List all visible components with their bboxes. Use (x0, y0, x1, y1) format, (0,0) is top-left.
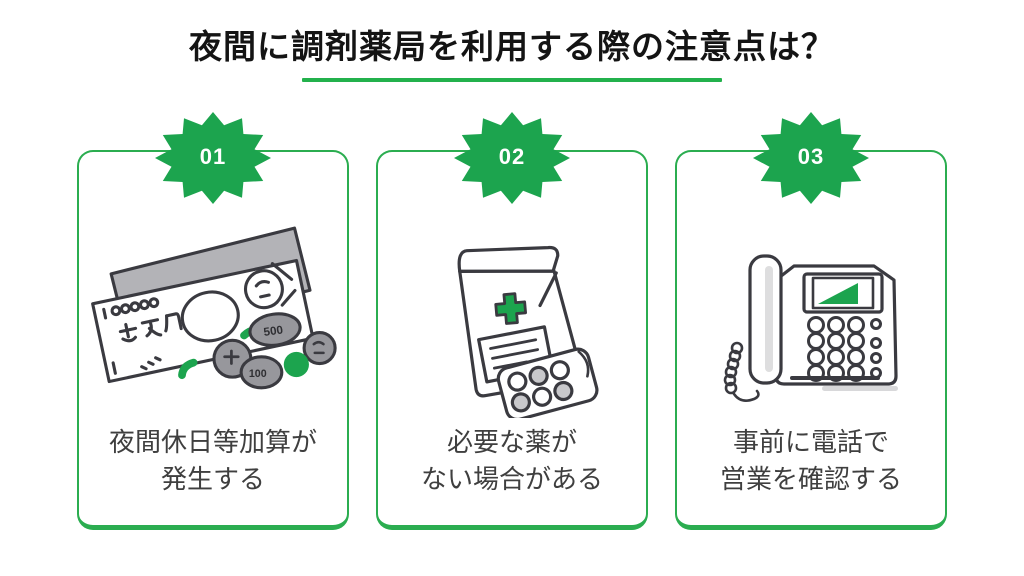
badge-01: 01 (153, 110, 273, 206)
caption-line1: 必要な薬が (446, 426, 577, 457)
cards-row: 01 (0, 111, 1024, 530)
badge-number: 02 (498, 143, 526, 169)
money-banknotes-coins-icon: 500 100 (91, 226, 337, 390)
caption-line2: 営業を確認する (719, 463, 902, 494)
header: 夜間に調剤薬局を利用する際の注意点は？ (0, 0, 1024, 82)
card-caption: 事前に電話で 営業を確認する (720, 424, 902, 498)
starburst-icon (753, 111, 869, 204)
title-underline (302, 77, 722, 82)
card-02-medicine-stock: 02 (376, 111, 648, 530)
phone-illustration (704, 214, 918, 422)
badge-02: 02 (452, 110, 572, 206)
medicine-illustration (417, 214, 607, 422)
card-caption: 夜間休日等加算が 発生する (109, 424, 317, 498)
svg-text:100: 100 (249, 368, 267, 380)
badge-number: 03 (797, 143, 825, 169)
caption-line2: ない場合がある (420, 463, 603, 494)
caption-line1: 夜間休日等加算が (108, 426, 317, 457)
caption-line2: 発生する (160, 463, 265, 494)
page-title: 夜間に調剤薬局を利用する際の注意点は？ (189, 28, 835, 65)
medicine-bag-pills-icon (457, 245, 599, 418)
starburst-icon (454, 111, 570, 204)
badge-number: 01 (199, 143, 227, 169)
card-01-night-surcharge: 01 (77, 111, 349, 530)
money-illustration: 500 100 (87, 214, 339, 422)
badge-03: 03 (751, 110, 871, 206)
starburst-icon (155, 111, 271, 204)
svg-text:500: 500 (263, 323, 284, 339)
card-caption: 必要な薬が ない場合がある (421, 424, 603, 498)
card-03-phone-check: 03 (675, 111, 947, 530)
desk-phone-icon (723, 254, 898, 402)
caption-line1: 事前に電話で (732, 426, 889, 457)
